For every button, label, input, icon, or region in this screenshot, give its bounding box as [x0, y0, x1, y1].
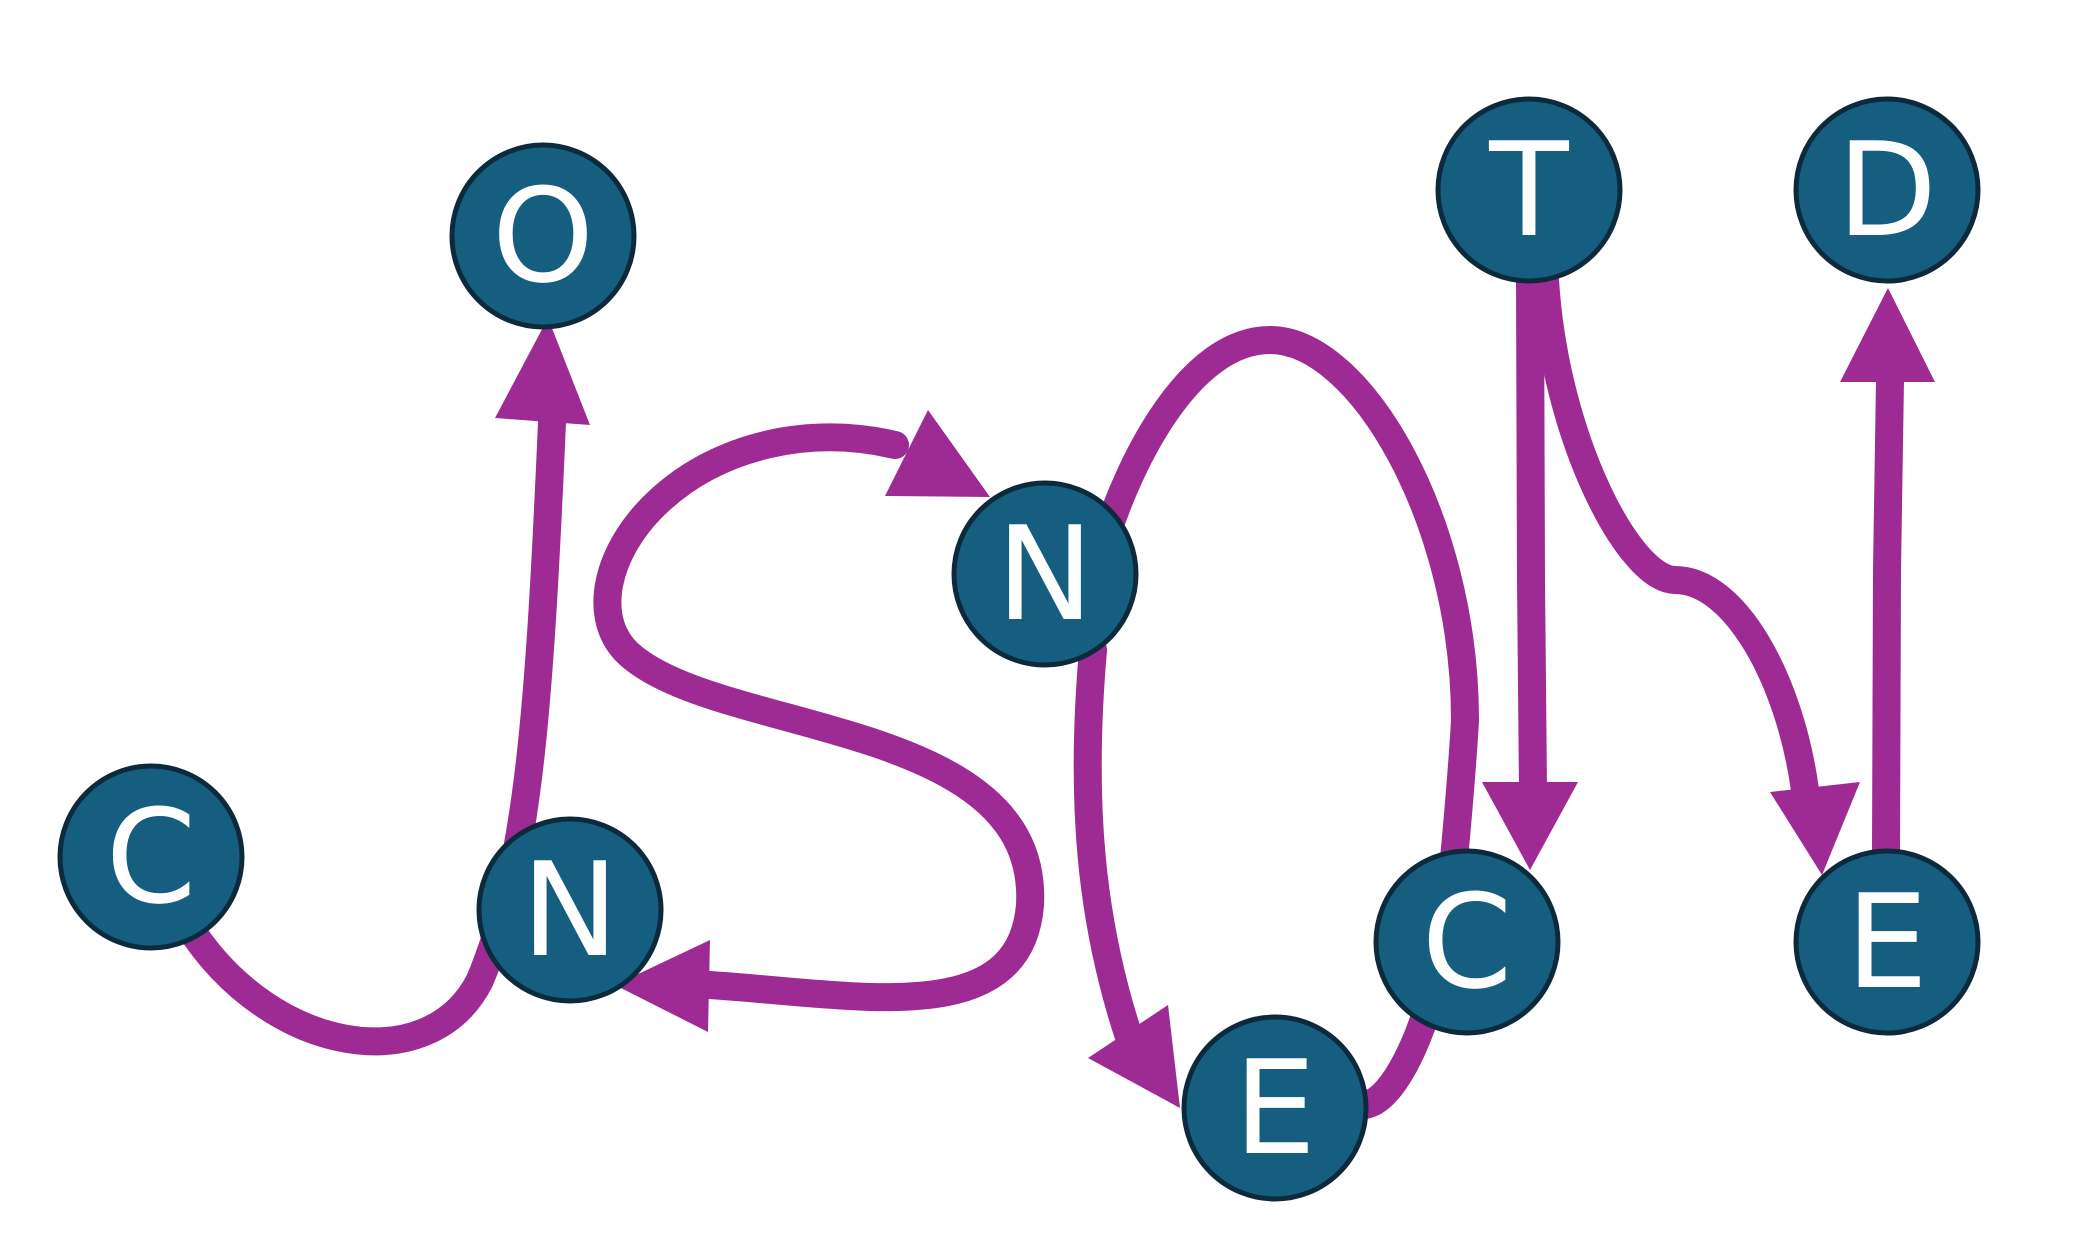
nodes-layer: C N O N E C T E: [57, 96, 1981, 1202]
node-n-center[interactable]: N: [951, 480, 1139, 668]
node-c-left-circle: [57, 763, 245, 951]
node-c-left[interactable]: C: [57, 763, 245, 951]
node-e-right-label: E: [1846, 866, 1928, 1018]
node-n-bottom-circle: [476, 816, 664, 1004]
node-e-right[interactable]: E: [1793, 848, 1981, 1036]
edge-t-to-c-arrowhead: [1482, 782, 1578, 870]
node-n-center-circle: [951, 480, 1139, 668]
edge-n-to-n-arrowhead: [885, 410, 990, 497]
edge-t-to-c-line: [1516, 266, 1547, 804]
edge-t-to-e-arrowhead: [1770, 782, 1860, 875]
edge-e-to-d-arrowhead: [1840, 288, 1935, 382]
node-e-bottom[interactable]: E: [1181, 1014, 1369, 1202]
node-o[interactable]: O: [449, 142, 637, 330]
node-e-right-circle: [1793, 848, 1981, 1036]
node-n-center-label: N: [996, 498, 1093, 650]
node-t[interactable]: T: [1435, 96, 1623, 284]
node-c-right-label: C: [1422, 866, 1513, 1018]
node-o-label: O: [492, 160, 594, 312]
node-t-label: T: [1488, 114, 1569, 266]
node-o-circle: [449, 142, 637, 330]
node-d-circle: [1793, 96, 1981, 284]
edge-n-to-n-line: [593, 423, 1045, 1012]
node-d-label: D: [1837, 114, 1937, 266]
edges-layer: [174, 266, 1935, 1119]
node-c-right[interactable]: C: [1373, 848, 1561, 1036]
edge-c-to-o-arrowhead: [495, 318, 590, 425]
edge-c-to-o-line: [174, 386, 567, 1056]
node-c-left-label: C: [106, 781, 197, 933]
edge-e-to-d-line: [1872, 366, 1904, 864]
edge-t-to-e-line: [1531, 266, 1819, 804]
node-d[interactable]: D: [1793, 96, 1981, 284]
node-t-circle: [1435, 96, 1623, 284]
node-n-bottom[interactable]: N: [476, 816, 664, 1004]
edge-n-to-e-line: [1073, 636, 1144, 1054]
node-n-bottom-label: N: [521, 834, 618, 986]
edge-n-to-e-arrowhead: [1088, 1005, 1180, 1108]
node-c-right-circle: [1373, 848, 1561, 1036]
edge-n-to-n-return-arrowhead: [615, 940, 710, 1032]
node-e-bottom-label: E: [1234, 1032, 1316, 1184]
node-e-bottom-circle: [1181, 1014, 1369, 1202]
